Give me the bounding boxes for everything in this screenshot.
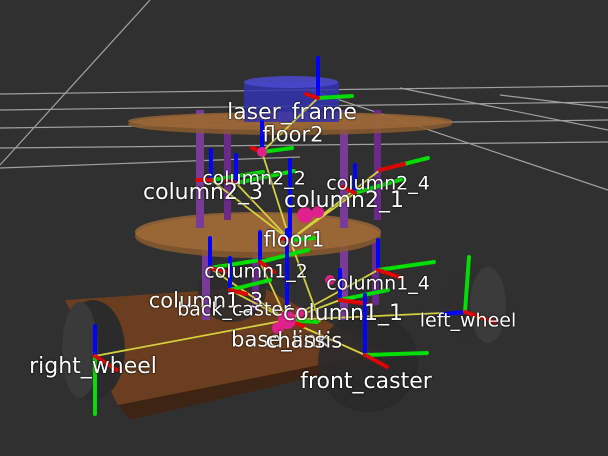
column2-2-x-axis (224, 179, 238, 185)
floor1-y-axis (288, 236, 316, 242)
tf-link-lines (94, 97, 466, 357)
joint-marker-2 (297, 207, 313, 223)
right-wheel-x-axis (93, 354, 119, 372)
laser-mesh (244, 76, 339, 122)
chassis-plate (65, 287, 385, 420)
back-caster-x-axis (228, 288, 248, 296)
back-caster-y-axis (228, 278, 272, 292)
frame-label-back-caster[interactable]: back_caster (177, 298, 291, 321)
frame-label-column1-4[interactable]: column1_4 (326, 272, 430, 295)
left-wheel-z-axis (441, 310, 467, 316)
frame-label-column1-3[interactable]: column1_3 (148, 288, 264, 313)
tf-joint-markers (257, 147, 335, 334)
frame-label-column2-2[interactable]: column2_2 (202, 167, 306, 190)
tf-axes (93, 56, 497, 416)
chassis-plate-top (65, 287, 385, 405)
frame-label-column2-4[interactable]: column2_4 (326, 172, 430, 195)
column1-4-x-axis (376, 268, 404, 280)
columns-level1 (202, 240, 379, 320)
frame-label-column2-3[interactable]: column2_3 (143, 180, 263, 205)
joint-marker-7 (295, 307, 305, 317)
column2-2-y-axis (234, 169, 296, 185)
front-caster-mesh (318, 312, 418, 412)
frame-label-base-link[interactable]: base_link (231, 327, 329, 352)
column2-4-x-axis (378, 162, 406, 172)
left-wheel-y-axis (463, 255, 471, 314)
frame-label-left-wheel[interactable]: left_wheel (419, 309, 517, 332)
frame-label-column2-1[interactable]: column2_1 (284, 188, 404, 213)
frame-label-floor1[interactable]: floor1 (263, 227, 325, 252)
left-wheel-mesh (443, 265, 507, 345)
laser-frame-y-axis (316, 94, 354, 100)
chassis-plate-side (118, 350, 385, 420)
frame-label-column1-2[interactable]: column1_2 (204, 260, 308, 283)
column2-1-y-axis (353, 177, 405, 195)
joint-marker-6 (325, 275, 335, 285)
left-wheel-x-axis (463, 310, 497, 324)
laser-frame-x-axis (304, 92, 320, 100)
column1-3-x-axis (208, 266, 230, 274)
front-caster-y-axis (363, 351, 429, 357)
column1-3-y-axis (208, 258, 262, 270)
joint-marker-5 (272, 322, 284, 334)
frame-label-right-wheel[interactable]: right_wheel (29, 354, 157, 379)
frame-label-front-caster[interactable]: front_caster (300, 369, 432, 394)
joint-marker-1 (257, 147, 267, 157)
column1-2-x-axis (258, 260, 276, 274)
frame-label-floor2[interactable]: floor2 (262, 122, 324, 147)
column1-4-y-axis (376, 260, 436, 272)
frame-label-laser-frame[interactable]: laser_frame (227, 100, 357, 125)
front-caster-x-axis (363, 353, 389, 369)
frame-label-column1-1[interactable]: column1_1 (283, 301, 403, 326)
floor2-y-axis (260, 146, 294, 154)
column2-1-x-axis (341, 185, 357, 195)
column1-2-y-axis (258, 248, 310, 264)
frame-label-chassis[interactable]: chassis (265, 328, 343, 353)
columns-level2 (196, 110, 381, 228)
joint-marker-3 (312, 206, 324, 218)
